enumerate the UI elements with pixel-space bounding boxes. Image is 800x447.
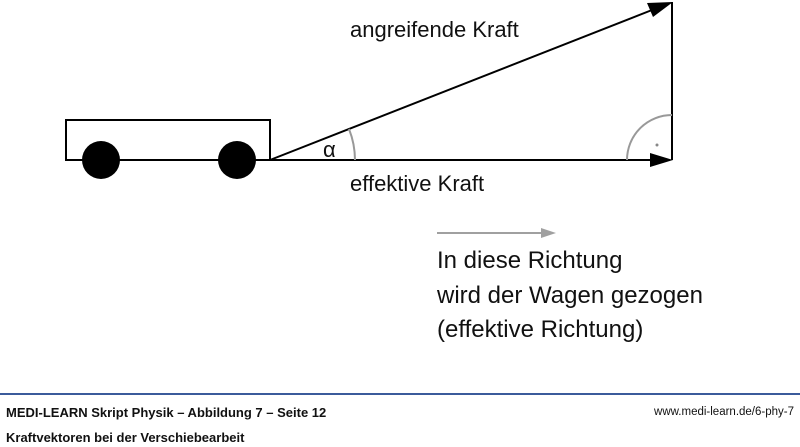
footer-subtitle: Kraftvektoren bei der Verschiebearbeit [6,430,245,445]
applied-force-arrowhead [647,2,673,17]
direction-line-2: wird der Wagen gezogen [437,281,703,309]
cart-wheel-left [82,141,120,179]
angle-label: α [323,137,336,162]
direction-line-1: In diese Richtung [437,247,623,274]
right-angle-arc [626,114,673,161]
applied-force-label: angreifende Kraft [350,17,519,42]
direction-arrowhead [541,228,556,238]
effective-force-label: effektive Kraft [350,171,485,196]
footer-url: www.medi-learn.de/6-phy-7 [654,406,794,418]
applied-force-vector [269,9,653,161]
right-angle-dot [655,143,659,147]
footer-title: MEDI-LEARN Skript Physik – Abbildung 7 –… [6,405,327,420]
direction-line-3: (effektive Richtung) [437,316,644,343]
cart-body [65,119,271,161]
angle-arc [348,128,356,161]
effective-force-arrowhead [650,153,673,167]
direction-text: In diese Richtung wird der Wagen gezogen… [437,244,703,348]
cart-wheel-right [218,141,256,179]
